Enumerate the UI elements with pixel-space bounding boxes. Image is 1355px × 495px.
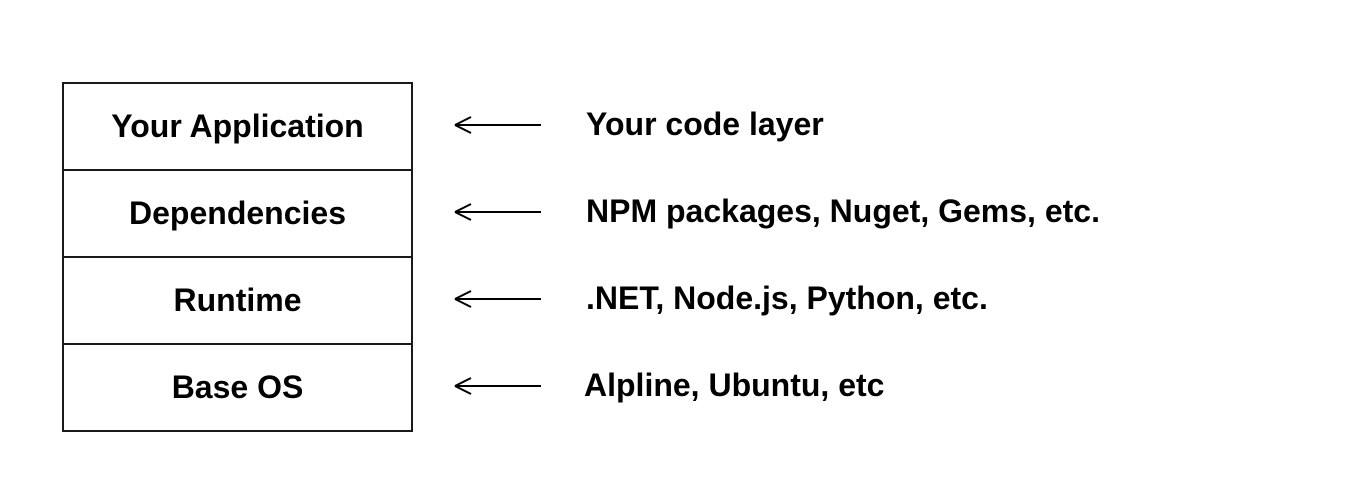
arrow-left-icon [454, 203, 541, 221]
layer-base-os: Base OS [64, 343, 411, 430]
layer-stack: Your Application Dependencies Runtime Ba… [62, 82, 413, 432]
layer-your-application: Your Application [64, 84, 411, 169]
arrow-left-icon [454, 377, 541, 395]
description-base-os: Alpline, Ubuntu, etc [584, 367, 885, 403]
arrow-left-icon [454, 290, 541, 308]
layer-dependencies: Dependencies [64, 169, 411, 256]
layer-runtime: Runtime [64, 256, 411, 343]
layer-label: Dependencies [129, 195, 346, 231]
description-dependencies: NPM packages, Nuget, Gems, etc. [586, 193, 1100, 229]
layer-label: Runtime [173, 282, 302, 318]
arrow-left-icon [454, 116, 541, 134]
description-your-application: Your code layer [586, 106, 824, 142]
layer-label: Base OS [171, 369, 304, 405]
layer-label: Your Application [111, 108, 364, 144]
description-runtime: .NET, Node.js, Python, etc. [586, 280, 988, 316]
